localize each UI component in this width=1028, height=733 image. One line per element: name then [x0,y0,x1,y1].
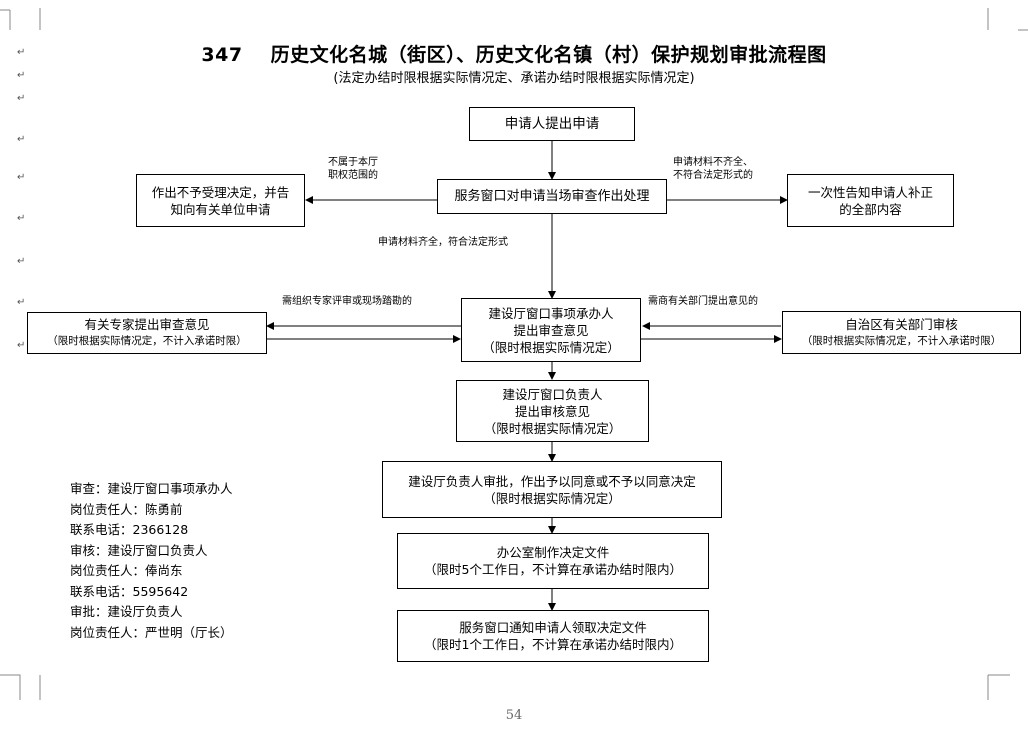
page-subtitle: (法定办结时限根据实际情况定、承诺办结时限根据实际情况定) [333,71,695,86]
node-line: 知向有关单位申请 [170,201,271,217]
paragraph-mark: ↵ [17,70,26,81]
node-chief-review: 建设厅窗口负责人 提出审核意见 （限时根据实际情况定） [456,380,649,442]
edge-label-not-in-scope: 不属于本厅 职权范围的 [328,157,378,181]
paragraph-mark: ↵ [17,256,26,267]
paragraph-mark: ↵ [17,93,26,104]
edge-label-need-dept: 需商有关部门提出意见的 [648,296,758,307]
contact-line: 审核：建设厅窗口负责人 [70,542,208,558]
node-region: 自治区有关部门审核 （限时根据实际情况定，不计入承诺时限） [782,311,1021,354]
paragraph-mark: ↵ [17,172,26,183]
contact-line: 审批：建设厅负责人 [70,604,183,619]
crop-marks [0,8,1028,700]
node-line: （限时根据实际情况定，不计入承诺时限） [801,334,1002,347]
node-line: 申请人提出申请 [504,115,600,132]
paragraph-mark: ↵ [17,47,26,58]
node-line: （限时根据实际情况定） [482,339,620,355]
node-line: 建设厅窗口事项承办人 [488,305,614,321]
paragraph-mark: ↵ [17,134,26,145]
contact-line: 岗位责任人：俸尚东 [70,563,183,578]
node-approve: 建设厅负责人审批，作出予以同意或不予以同意决定 （限时根据实际情况定） [382,461,722,518]
page-number: 54 [505,708,523,723]
contact-list: 审查：建设厅窗口事项承办人 岗位责任人：陈勇前 联系电话：2366128 审核：… [70,479,233,643]
node-reject: 作出不予受理决定，并告 知向有关单位申请 [136,174,305,227]
contact-line: 岗位责任人：陈勇前 [70,501,183,517]
node-expert: 有关专家提出审查意见 （限时根据实际情况定，不计入承诺时限） [27,312,267,354]
edge-label-need-expert: 需组织专家评审或现场踏勘的 [282,296,412,307]
node-line: 自治区有关部门审核 [845,316,958,332]
node-line: 提出审查意见 [513,322,589,338]
contact-line: 联系电话：5595642 [70,583,189,599]
edge-label-incomplete: 申请材料不齐全、 不符合法定形式的 [673,157,753,181]
flowchart-title: 历史文化名城（街区）、历史文化名镇（村）保护规划审批流程图 [270,44,827,66]
node-line: （限时5个工作日，不计算在承诺办结时限内） [424,562,682,577]
contact-line: 审查：建设厅窗口事项承办人 [70,481,233,496]
page-title: 347 历史文化名城（街区）、历史文化名镇（村）保护规划审批流程图 [0,40,1028,67]
flowchart-number: 347 [201,44,243,66]
node-line: （限时1个工作日，不计算在承诺办结时限内） [424,637,682,652]
node-line: 作出不予受理决定，并告 [151,184,290,200]
edge-label-complete: 申请材料齐全，符合法定形式 [378,237,508,248]
contact-line: 联系电话：2366128 [70,522,189,537]
node-line: 提出审核意见 [514,403,590,419]
paragraph-mark: ↵ [17,297,26,308]
node-handler: 建设厅窗口事项承办人 提出审查意见 （限时根据实际情况定） [461,298,641,362]
node-notify: 服务窗口通知申请人领取决定文件 （限时1个工作日，不计算在承诺办结时限内） [397,610,709,662]
node-office-doc: 办公室制作决定文件 （限时5个工作日，不计算在承诺办结时限内） [397,533,709,589]
node-line: （限时根据实际情况定，不计入承诺时限） [47,335,247,347]
node-supplement: 一次性告知申请人补正 的全部内容 [787,174,954,227]
node-line: 建设厅窗口负责人 [502,386,603,402]
node-line: 办公室制作决定文件 [496,545,610,560]
paragraph-mark: ↵ [17,213,26,224]
node-line: 的全部内容 [839,201,902,217]
node-line: （限时根据实际情况定） [483,490,621,506]
node-line: 建设厅负责人审批，作出予以同意或不予以同意决定 [408,473,696,489]
node-line: 服务窗口对申请当场审查作出处理 [454,189,650,204]
node-window-review: 服务窗口对申请当场审查作出处理 [437,179,667,214]
paragraph-mark: ↵ [17,340,26,351]
node-line: 有关专家提出审查意见 [84,317,210,332]
node-apply: 申请人提出申请 [469,107,635,141]
node-line: 一次性告知申请人补正 [807,184,933,200]
contact-line: 岗位责任人：严世明（厅长） [70,624,233,640]
node-line: 服务窗口通知申请人领取决定文件 [459,620,647,635]
node-line: （限时根据实际情况定） [483,420,622,436]
